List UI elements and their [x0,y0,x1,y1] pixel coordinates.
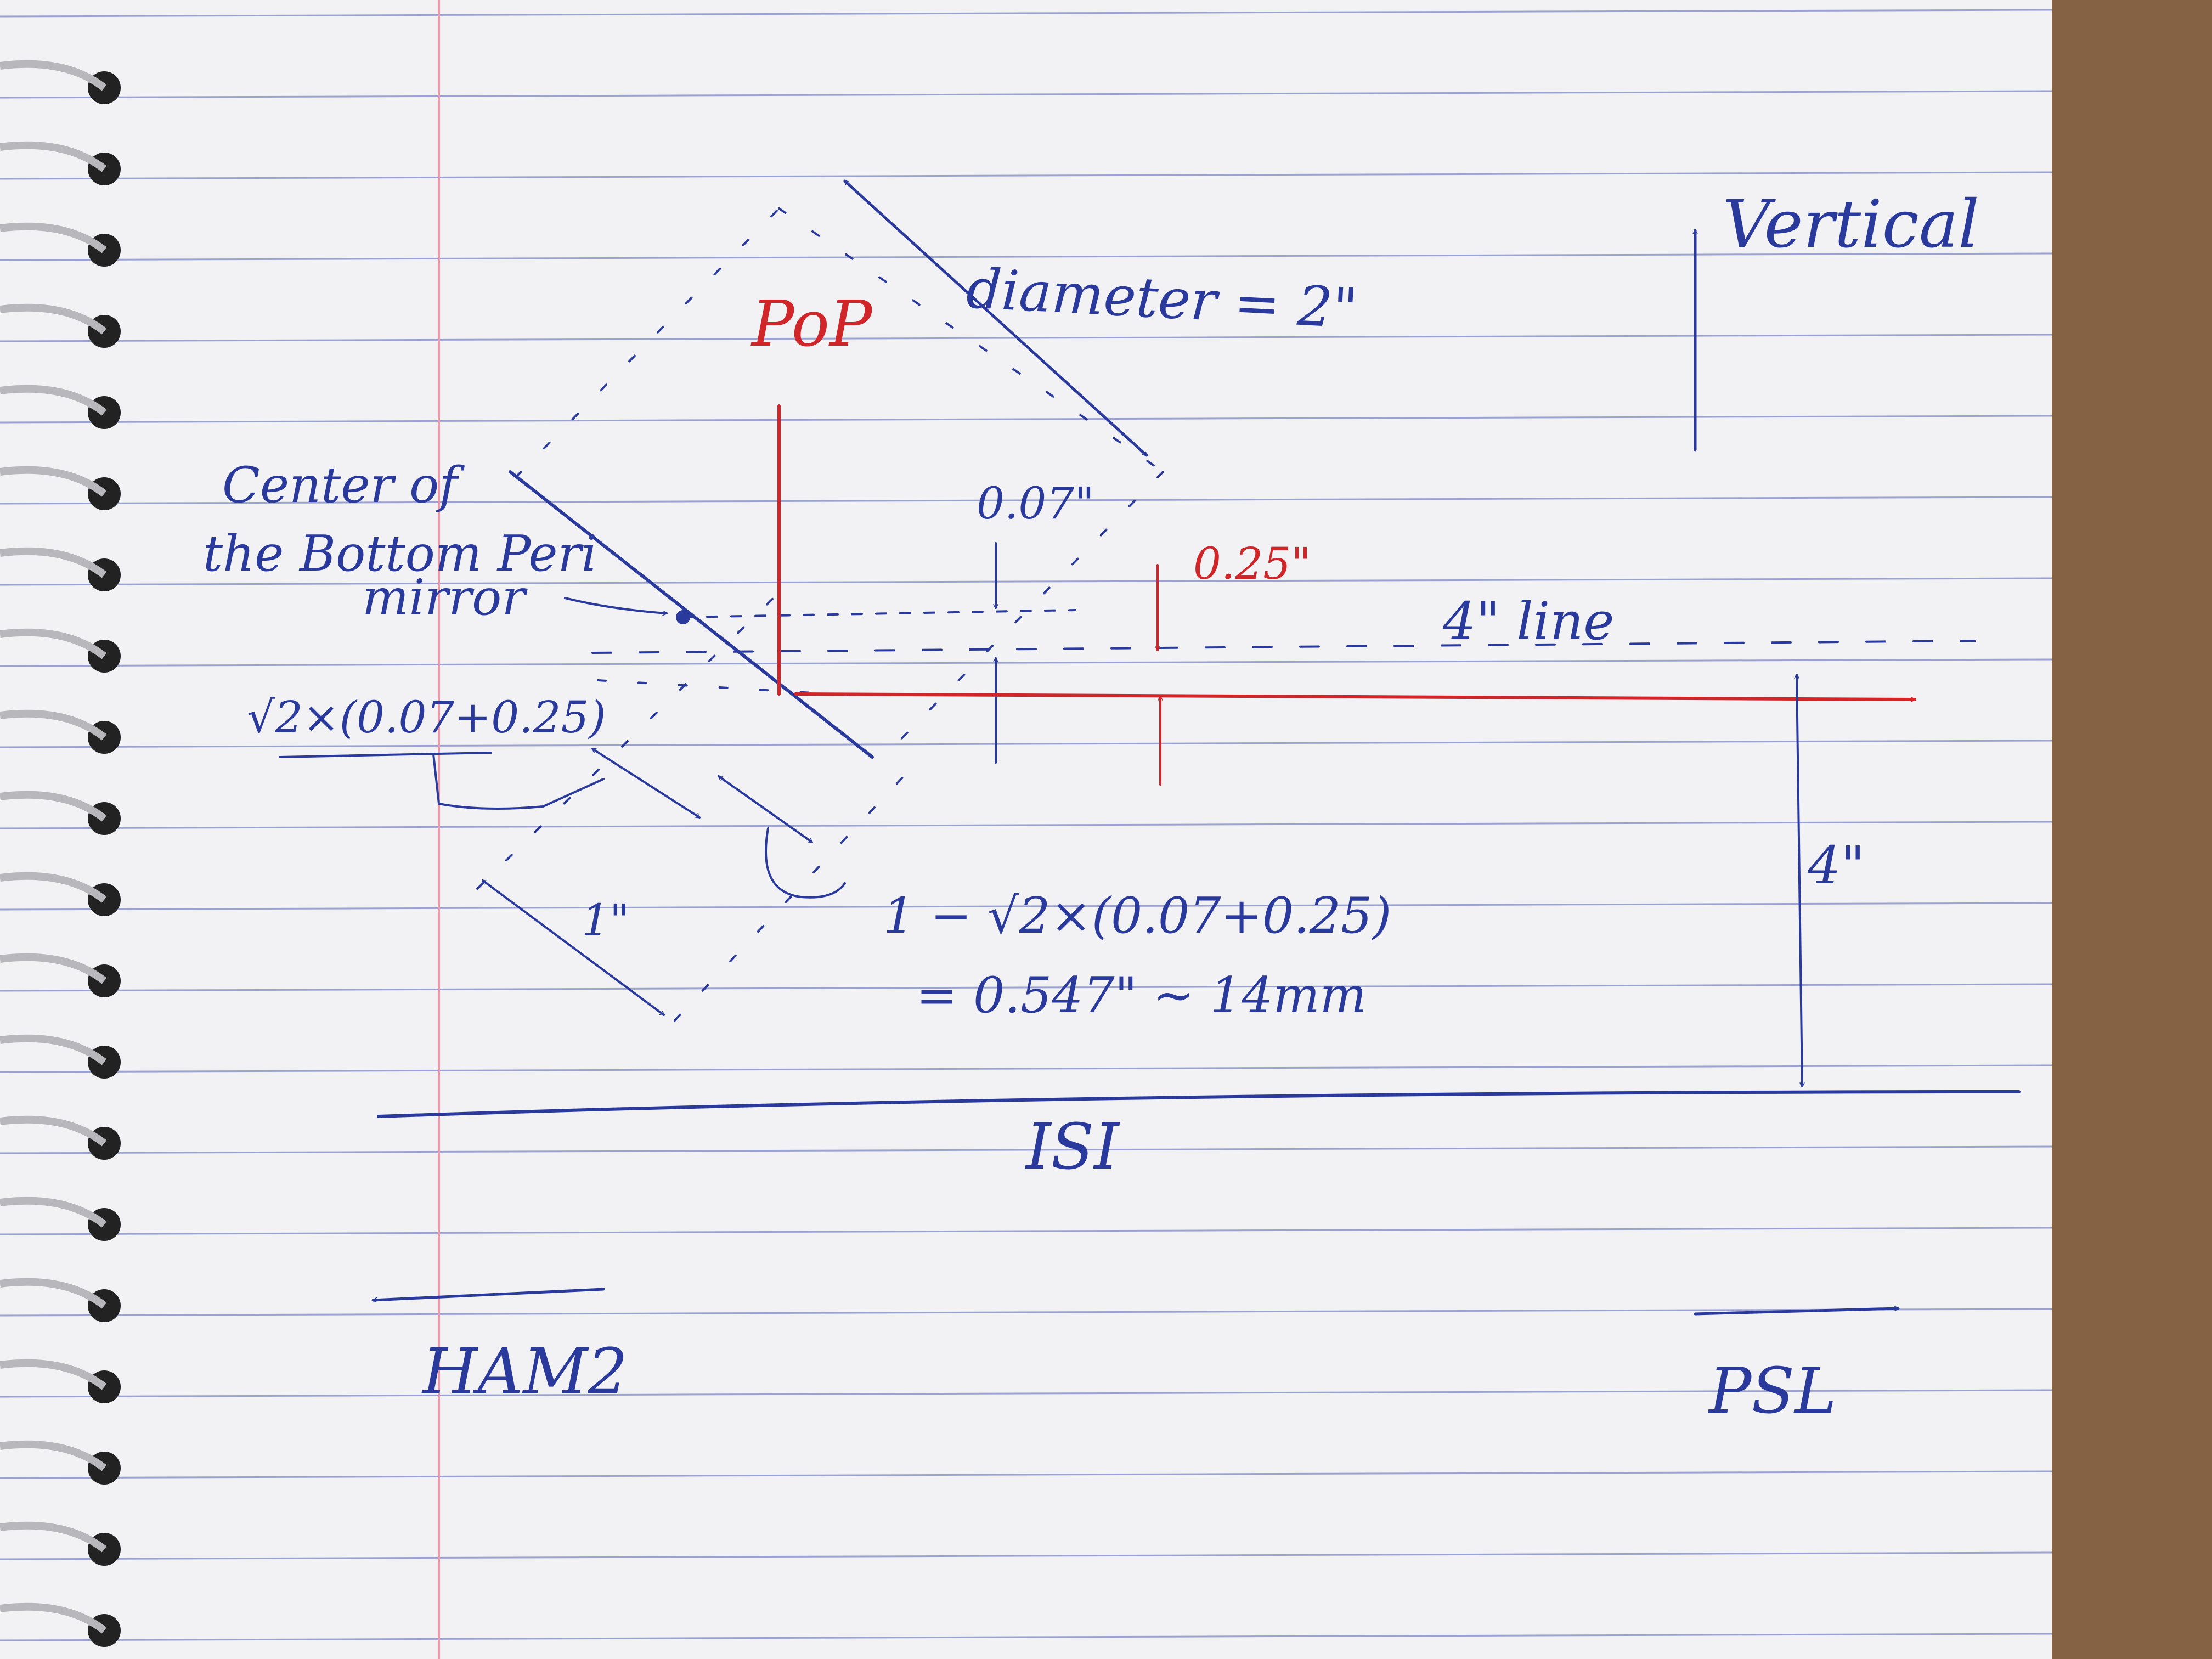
ruled-line [0,1389,2052,1398]
spiral-ring [0,222,107,253]
ruled-line [0,171,2052,180]
label-psl: PSL [1708,1355,1837,1428]
remainder-span-arrow [719,775,812,843]
isi-line [377,1090,2021,1118]
ruled-line [0,821,2052,830]
ruled-line [0,658,2052,667]
ruled-line [0,577,2052,586]
sqrt-span-arrow [592,748,699,819]
spiral-ring [0,1034,107,1065]
pop-beam-arrow [794,692,1916,699]
label-four-inch: 4" [1807,836,1865,896]
label-formula-line1: 1 − √2×(0.07+0.25) [883,887,1391,945]
spiral-binding [0,60,121,1647]
ruled-line [0,740,2052,748]
spiral-ring [0,1521,107,1553]
label-offset-025: 0.25" [1193,538,1311,589]
spiral-ring [0,60,107,91]
label-center-of: Center of [222,456,465,514]
four-inch-dimension-arrow [1797,674,1802,1087]
spiral-ring [0,385,107,416]
spiral-ring [0,1278,107,1309]
ruled-line [0,1308,2052,1317]
diameter-arrow [845,179,1147,457]
mirror-pointer-arrow [564,597,667,613]
sqrt-bracket [432,753,605,810]
desk-grain [2030,0,2212,1659]
ruled-line [0,1633,2052,1641]
label-ham2: HAM2 [421,1335,628,1409]
ruled-line [0,90,2052,99]
diagram [279,179,2021,1316]
label-formula-line2: = 0.547" ~ 14mm [916,967,1367,1024]
mirror-surface [509,470,874,759]
ruled-line [0,983,2052,992]
ham2-arrow [371,1288,605,1300]
spiral-ring [0,303,107,335]
spiral-ring [0,1197,107,1228]
label-vertical: Vertical [1723,187,1979,263]
spiral-ring [0,141,107,172]
ruled-line [0,1470,2052,1479]
label-mirror: mirror [362,569,528,627]
spiral-ring [0,1115,107,1147]
spiral-ring [0,1359,107,1390]
remainder-hook [765,827,846,899]
mirror-outline-dashed [476,207,1164,1022]
label-offset-007: 0.07" [977,478,1094,529]
ruled-line [0,1064,2052,1073]
spiral-ring [0,709,107,741]
spiral-ring [0,1440,107,1471]
spiral-ring [0,872,107,903]
ruled-line [0,1227,2052,1235]
label-four-inch-line: 4" line [1442,591,1615,652]
center-dashed-line [682,609,1076,618]
spiral-ring [0,628,107,659]
ruled-lines [0,9,2052,1641]
ruled-line [0,902,2052,911]
sqrt-underline [279,752,492,758]
label-sqrt-formula: √2×(0.07+0.25) [247,692,606,743]
psl-arrow [1694,1308,1900,1316]
label-one-inch: 1" [582,895,630,946]
ruled-line [0,1551,2052,1560]
ruled-line [0,9,2052,18]
ruled-line [0,1146,2052,1154]
label-pop: PoP [751,287,873,361]
ruled-line [0,496,2052,505]
one-inch-arrow [483,881,664,1015]
labels: Vertical diameter = 2" PoP Center of the… [203,187,1979,1428]
spiral-ring [0,466,107,497]
spiral-ring [0,1602,107,1634]
spiral-ring [0,547,107,578]
spiral-ring [0,791,107,822]
label-isi: ISI [1025,1110,1120,1184]
label-bottom-peri: the Bottom Peri [203,525,597,583]
spiral-ring [0,953,107,984]
